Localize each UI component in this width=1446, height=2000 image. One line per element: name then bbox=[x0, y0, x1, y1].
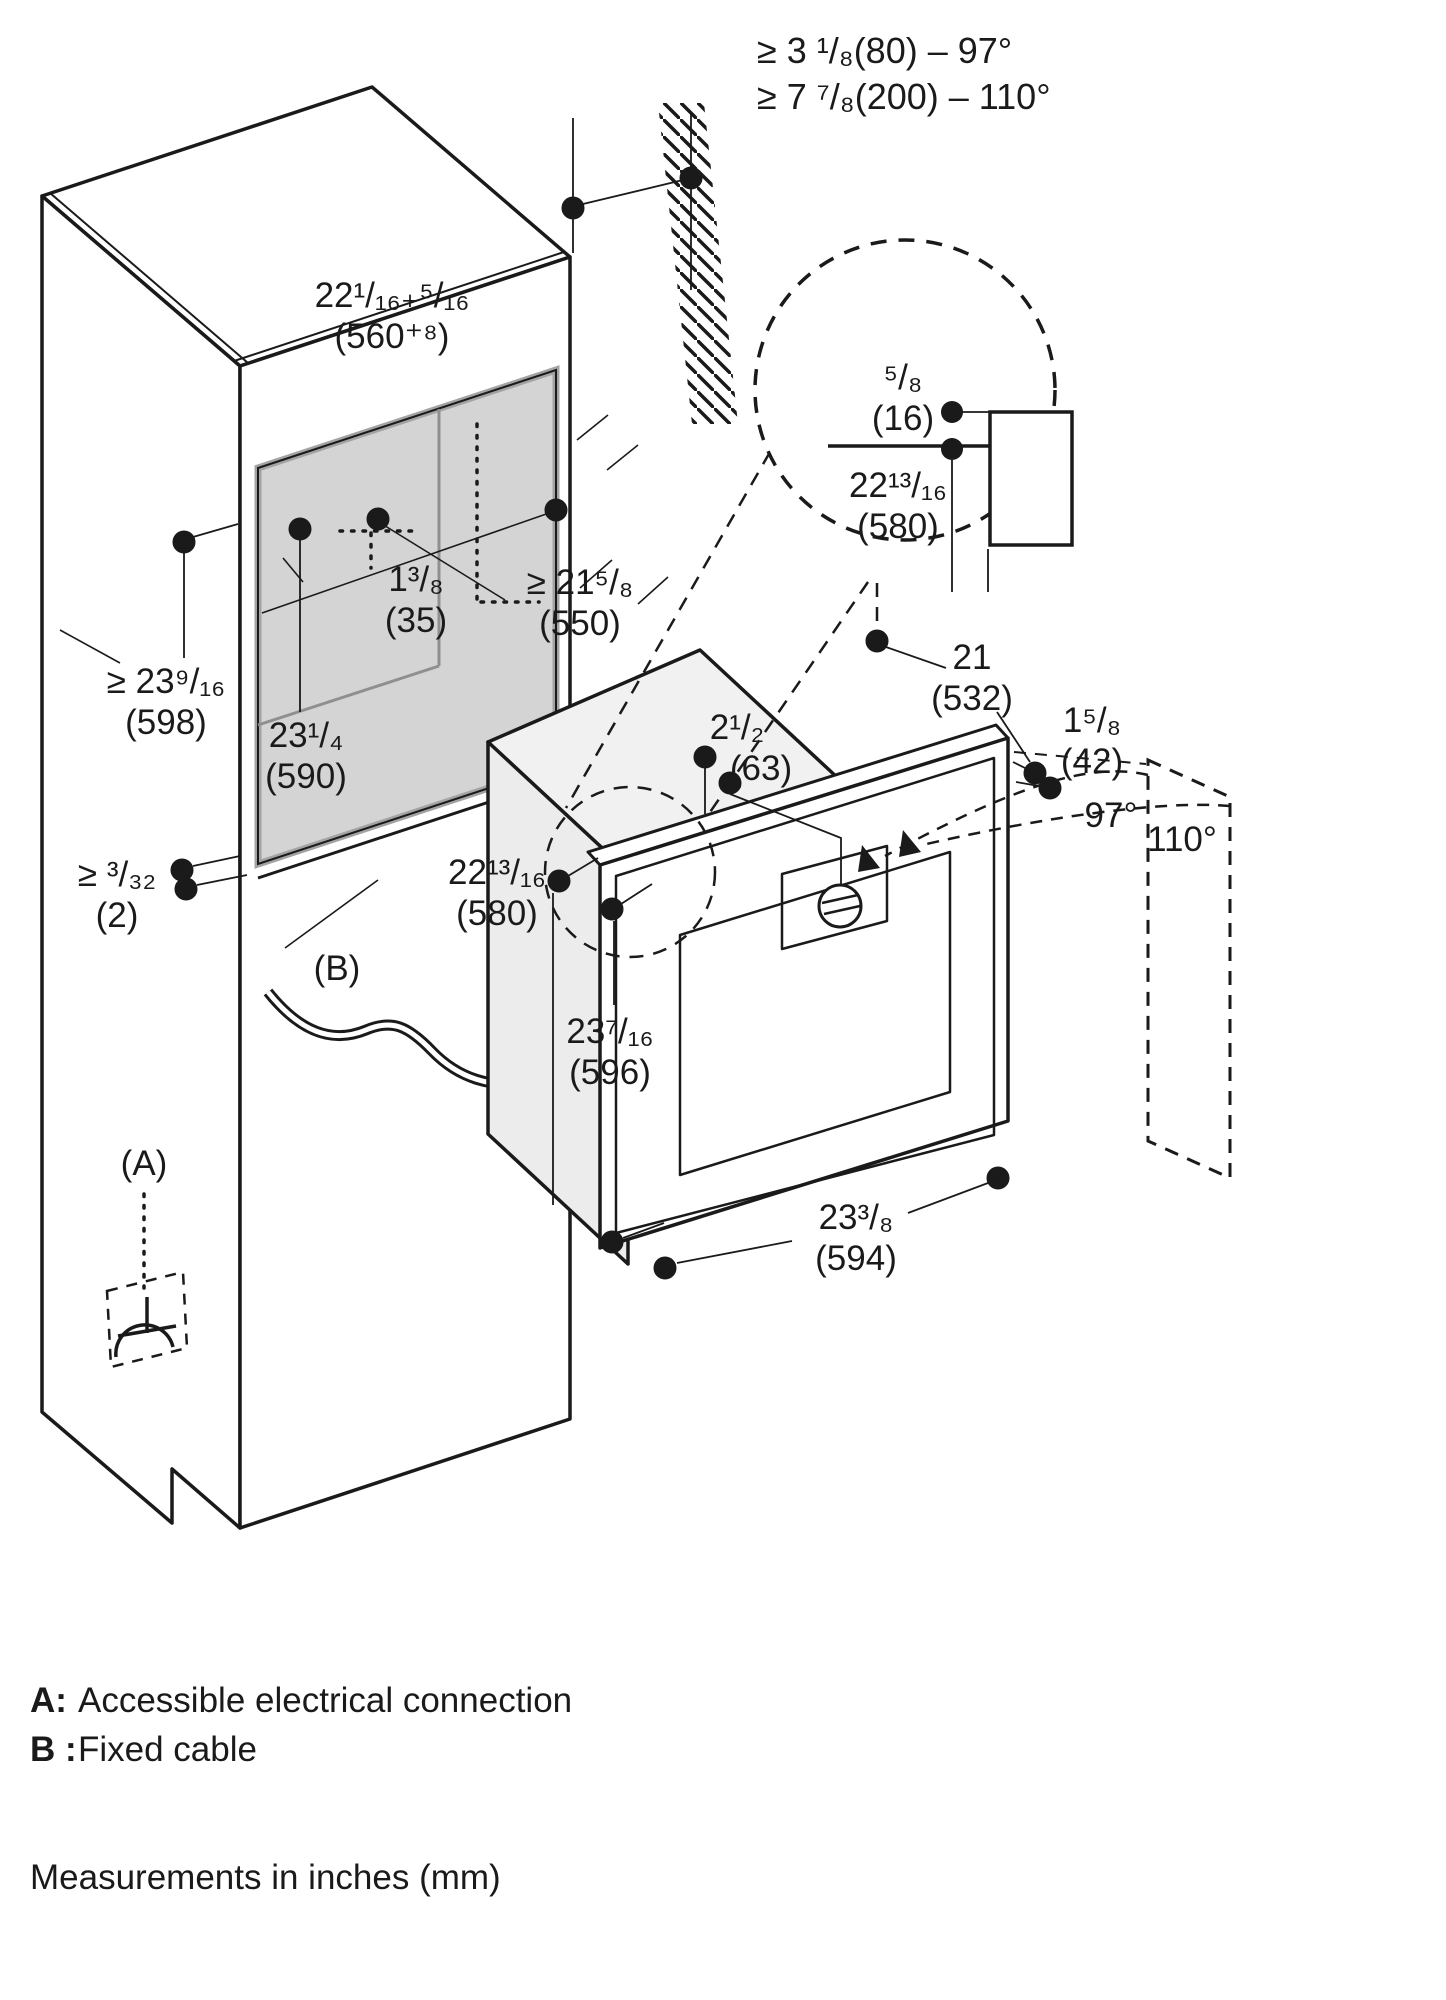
dim-detail-height: 22¹³/₁₆(580) bbox=[849, 466, 947, 546]
legend-text-b: Fixed cable bbox=[78, 1730, 257, 1769]
control-panel bbox=[780, 844, 889, 951]
wall-clearance-note: ≥ 3 ¹/₈(80) – 97° ≥ 7 ⁷/₈(200) – 110° bbox=[757, 30, 1051, 118]
fixed-cable bbox=[263, 988, 559, 1090]
dim-detail-gap: ⁵/₈(16) bbox=[871, 358, 935, 438]
wall-hatch bbox=[658, 103, 738, 424]
dim-handle-offset: 2¹/₂(63) bbox=[709, 708, 793, 788]
units-note: Measurements in inches (mm) bbox=[30, 1858, 501, 1897]
detail-source-circle bbox=[543, 785, 717, 959]
dim-ceiling-offset: 1³/₈(35) bbox=[384, 560, 448, 640]
dim-bottom-gap: ≥ ³/₃₂(2) bbox=[77, 855, 157, 935]
oven-door-window bbox=[678, 850, 952, 1177]
dim-oven-front-height: 23⁷/₁₆(596) bbox=[566, 1012, 654, 1092]
oven-left-face bbox=[486, 740, 630, 1266]
dim-niche-depth: 23¹/₄(590) bbox=[265, 716, 347, 796]
dim-interior-depth: ≥ 21⁵/₈(550) bbox=[526, 563, 634, 643]
projection-ticks bbox=[59, 414, 669, 949]
detail-circle bbox=[753, 238, 1057, 542]
legend: A: Accessible electrical connection B : … bbox=[30, 1676, 572, 1774]
socket-symbol bbox=[114, 1297, 177, 1358]
dim-niche-height: ≥ 23⁹/₁₆(598) bbox=[106, 662, 226, 742]
dimension-marks bbox=[170, 112, 1062, 1280]
marker-a: (A) bbox=[120, 1144, 168, 1183]
dim-niche-width: 22¹/₁₆₊⁵/₁₆(560⁺⁸) bbox=[314, 276, 470, 356]
legend-row-a: A: Accessible electrical connection bbox=[30, 1676, 572, 1725]
electrical-connection bbox=[105, 1192, 189, 1369]
detail-view bbox=[543, 238, 1074, 959]
dim-oven-width: 23³/₈(594) bbox=[815, 1198, 897, 1278]
dim-oven-body-height: 22¹³/₁₆(580) bbox=[448, 853, 546, 933]
legend-row-b: B : Fixed cable bbox=[30, 1725, 572, 1774]
open-door-outline bbox=[1146, 757, 1232, 1181]
oven bbox=[486, 648, 1010, 1266]
swing-arrowhead-97 bbox=[858, 845, 880, 872]
legend-key-b: B : bbox=[30, 1730, 77, 1769]
marker-b: (B) bbox=[313, 949, 361, 988]
dim-door-thickness: 1⁵/₈(42) bbox=[1060, 701, 1124, 781]
angle-97: 97° bbox=[1084, 796, 1138, 835]
legend-text-a: Accessible electrical connection bbox=[78, 1681, 573, 1720]
angle-110: 110° bbox=[1147, 820, 1217, 859]
dim-oven-depth: 21(532) bbox=[931, 638, 1013, 718]
legend-key-a: A: bbox=[30, 1681, 67, 1720]
detail-wall-section bbox=[988, 410, 1074, 547]
